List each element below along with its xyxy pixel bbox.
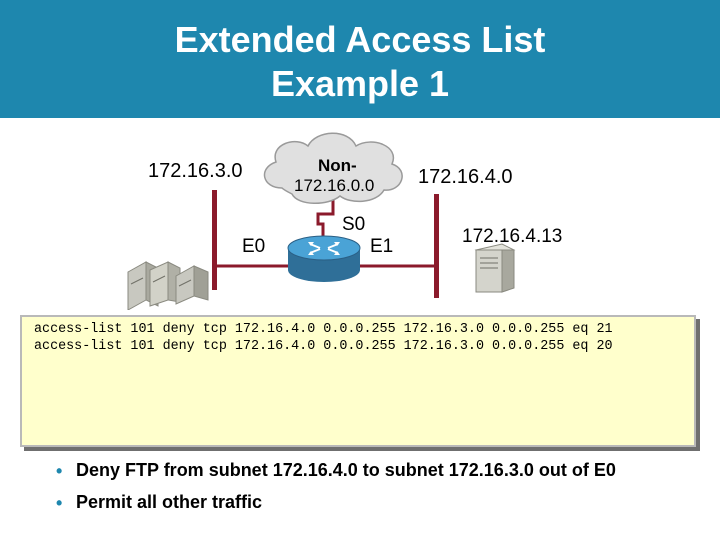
title-banner: Extended Access List Example 1 xyxy=(0,0,720,118)
left-segment-line xyxy=(212,190,217,290)
cloud-label-line-2: 172.16.0.0 xyxy=(294,176,375,195)
router-icon xyxy=(287,235,361,282)
right-subnet-label: 172.16.4.0 xyxy=(418,166,513,188)
cloud-label-line-1: Non- xyxy=(318,156,357,175)
slide-title-line-1: Extended Access List xyxy=(174,19,546,60)
slide-title: Extended Access List Example 1 xyxy=(0,18,720,106)
cloud-icon xyxy=(263,132,403,204)
left-subnet-label: 172.16.3.0 xyxy=(148,160,243,182)
bullet-text-deny-ftp: Deny FTP from subnet 172.16.4.0 to subne… xyxy=(76,460,616,480)
acl-code: access-list 101 deny tcp 172.16.4.0 0.0.… xyxy=(34,321,613,355)
bullet-text-permit-all: Permit all other traffic xyxy=(76,492,263,512)
e0-interface-label: E0 xyxy=(242,236,266,257)
acl-line-1: access-list 101 deny tcp 172.16.4.0 0.0.… xyxy=(34,322,613,337)
bullet-item: • Deny FTP from subnet 172.16.4.0 to sub… xyxy=(56,460,706,492)
slide-title-line-2: Example 1 xyxy=(270,63,450,104)
e1-interface-label: E1 xyxy=(370,236,394,257)
acl-code-box: access-list 101 deny tcp 172.16.4.0 0.0.… xyxy=(20,315,696,447)
bullet-list: • Deny FTP from subnet 172.16.4.0 to sub… xyxy=(56,460,706,524)
network-diagram xyxy=(127,132,516,310)
bullet-icon: • xyxy=(56,461,63,481)
serial-interface-label: S0 xyxy=(342,214,366,235)
serial-link xyxy=(316,200,335,242)
pc-cluster-icon xyxy=(127,261,209,310)
bullet-icon: • xyxy=(56,493,63,513)
server-address-label: 172.16.4.13 xyxy=(462,226,563,247)
acl-line-2: access-list 101 deny tcp 172.16.4.0 0.0.… xyxy=(34,339,613,354)
server-icon xyxy=(474,243,516,293)
right-segment-line xyxy=(434,194,439,298)
bullet-item: • Permit all other traffic xyxy=(56,492,706,524)
